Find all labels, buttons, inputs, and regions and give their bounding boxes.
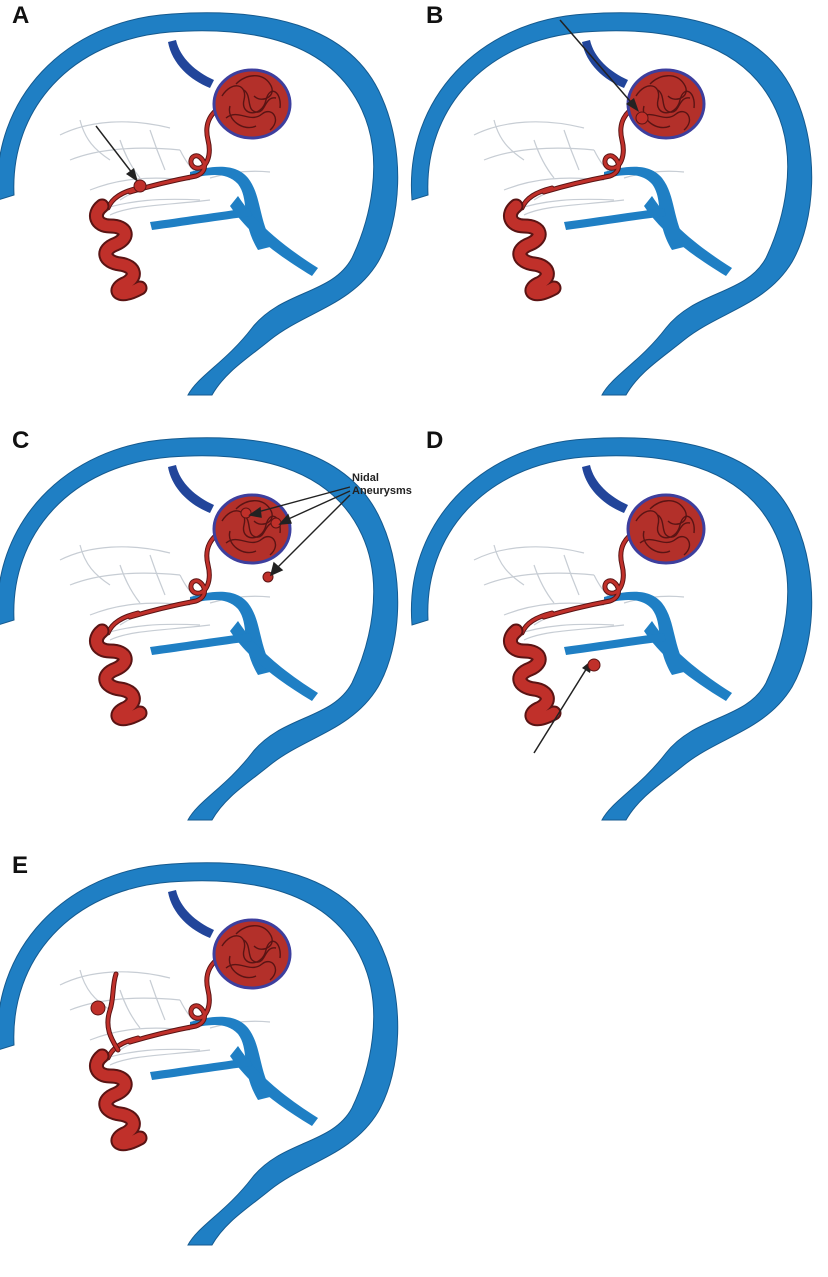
avm-diagram-b <box>414 0 828 425</box>
panel-label-c: C <box>12 429 29 453</box>
intranidal-aneurysm <box>636 112 648 124</box>
panel-a: A <box>0 0 414 425</box>
panel-e: E <box>0 850 414 1275</box>
feeder-aneurysm <box>134 180 146 192</box>
avm-diagram-a <box>0 0 414 425</box>
panel-d: D <box>414 425 828 850</box>
avm-diagram-e <box>0 850 414 1275</box>
nidal-aneurysms-label: Nidal Aneurysms <box>352 472 412 498</box>
panel-label-e: E <box>12 854 28 878</box>
nidal-aneurysm-2 <box>271 518 281 528</box>
panel-label-b: B <box>426 4 443 28</box>
annotation-line-1: Nidal <box>352 472 412 485</box>
panel-label-d: D <box>426 429 443 453</box>
nidal-aneurysm-1 <box>241 508 251 518</box>
panel-b: B <box>414 0 828 425</box>
annotation-line-2: Aneurysms <box>352 485 412 498</box>
unrelated-aneurysm <box>91 1001 105 1015</box>
arrow <box>96 126 136 178</box>
proximal-aneurysm <box>588 659 600 671</box>
panel-c: C Nidal Aneurysms <box>0 425 414 850</box>
arrow <box>560 20 636 108</box>
panel-label-a: A <box>12 4 29 28</box>
avm-diagram-d <box>414 425 828 850</box>
